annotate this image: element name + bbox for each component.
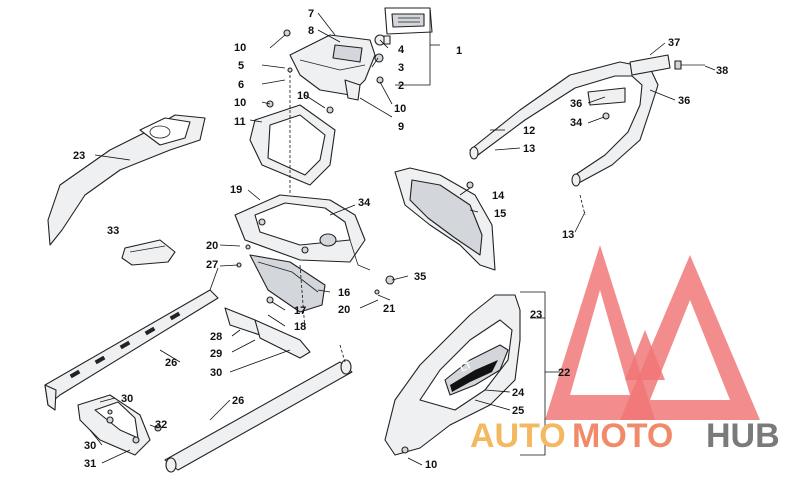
- callout-22: 22: [558, 367, 570, 379]
- callout-27: 27: [206, 259, 218, 271]
- callout-32: 32: [155, 419, 167, 431]
- callout-30-b: 30: [121, 393, 133, 405]
- callout-23-a: 23: [73, 150, 85, 162]
- callout-37: 37: [668, 37, 680, 49]
- callout-10-c: 10: [297, 90, 309, 102]
- rear-tray: [234, 194, 371, 271]
- bulb-socket: [374, 34, 391, 46]
- callout-16: 16: [338, 287, 350, 299]
- callout-14: 14: [492, 190, 505, 202]
- frame-rail-upper: [44, 289, 219, 411]
- callout-25: 25: [512, 405, 524, 417]
- hitch-bracket: [77, 394, 151, 456]
- callout-20-a: 20: [206, 240, 218, 252]
- callout-10-e: 10: [425, 459, 437, 471]
- callout-18: 18: [294, 321, 306, 333]
- callout-11: 11: [234, 116, 246, 128]
- callout-28: 28: [210, 331, 222, 343]
- leader-lines: [89, 10, 716, 466]
- callout-12: 12: [523, 125, 535, 137]
- callout-38: 38: [716, 65, 728, 77]
- callout-4: 4: [398, 44, 405, 56]
- fastener-screws: [107, 29, 474, 454]
- callout-30-c: 30: [84, 440, 96, 452]
- bar-clamp: [587, 54, 671, 120]
- taillight-lens: [384, 7, 433, 35]
- callout-35: 35: [414, 271, 426, 283]
- side-panel-right: [394, 167, 496, 271]
- side-cover-left: [47, 114, 206, 246]
- callout-33: 33: [107, 225, 119, 237]
- callout-23-b: 23: [530, 309, 542, 321]
- callout-13-a: 13: [523, 143, 535, 155]
- callout-34-b: 34: [570, 117, 583, 129]
- callout-15: 15: [494, 208, 506, 220]
- callout-34-a: 34: [358, 197, 371, 209]
- callout-1: 1: [456, 45, 462, 57]
- callout-10-d: 10: [394, 103, 406, 115]
- callout-30-a: 30: [210, 367, 222, 379]
- watermark-text: AUTO MOTO HUB: [470, 417, 780, 455]
- lower-flap: [249, 254, 326, 313]
- callout-9: 9: [398, 121, 404, 133]
- watermark-logo: [545, 245, 760, 420]
- callout-5: 5: [238, 60, 244, 72]
- watermark-word-hub: HUB: [706, 417, 780, 455]
- callout-29: 29: [210, 348, 222, 360]
- callout-31: 31: [84, 458, 96, 470]
- callout-17: 17: [294, 305, 306, 317]
- watermark-word-moto: MOTO: [572, 417, 673, 455]
- decal-text: LT: [459, 360, 474, 375]
- frame-rail-lower: [164, 359, 353, 473]
- callout-7: 7: [308, 8, 314, 20]
- callout-26-b: 26: [232, 395, 244, 407]
- callout-2: 2: [398, 80, 404, 92]
- side-panel-decal: LT: [384, 294, 521, 456]
- grab-bar: [469, 61, 659, 187]
- callout-36-a: 36: [570, 98, 582, 110]
- callout-8: 8: [308, 25, 314, 37]
- callout-10-b: 10: [234, 97, 246, 109]
- taillight-housing: [289, 34, 376, 101]
- callout-19: 19: [230, 184, 242, 196]
- callout-labels: 1 2 3 4 5 6 7 8 9 10 10 10 10 10 11 12 1…: [73, 8, 728, 471]
- callout-10-a: 10: [234, 42, 246, 54]
- callout-3: 3: [398, 62, 404, 74]
- callout-24: 24: [512, 387, 525, 399]
- callout-36-b: 36: [678, 95, 690, 107]
- mud-flap-bracket: [249, 70, 336, 195]
- callout-21: 21: [383, 303, 395, 315]
- bracket-28: [224, 307, 311, 359]
- callout-20-b: 20: [338, 304, 350, 316]
- callout-6: 6: [238, 79, 244, 91]
- bolt-38: [674, 60, 705, 70]
- cover-panel-33: [121, 239, 176, 266]
- callout-13-b: 13: [562, 229, 574, 241]
- callout-26-a: 26: [165, 357, 177, 369]
- watermark-word-auto: AUTO: [470, 417, 566, 455]
